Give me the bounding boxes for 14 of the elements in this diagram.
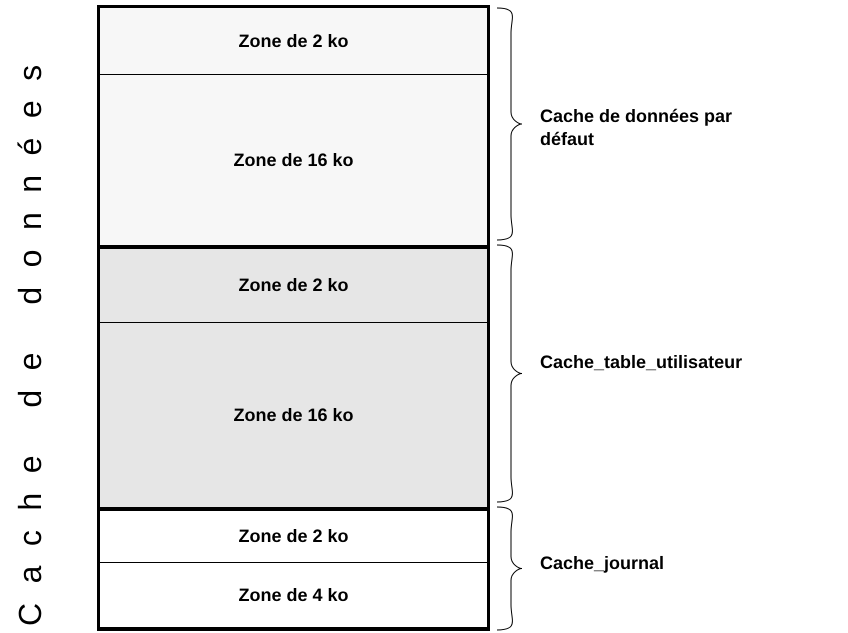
section-label: Cache_journal	[540, 552, 666, 574]
vertical-title: Cache de données	[12, 45, 49, 626]
cache-frame	[97, 5, 490, 631]
section-label: Cache de données par défaut	[540, 105, 734, 151]
zone-label: Zone de 16 ko	[233, 150, 354, 170]
cache-section	[100, 8, 487, 246]
section-label: Cache_table_utilisateur	[540, 350, 744, 374]
cache-section	[100, 508, 487, 628]
zone-label: Zone de 4 ko	[238, 584, 349, 606]
zone-label: Zone de 2 ko	[238, 275, 349, 296]
zone-label: Zone de 2 ko	[238, 30, 349, 52]
cache-section	[100, 246, 487, 508]
zone-label: Zone de 16 ko	[233, 404, 354, 426]
zone-label: Zone de 2 ko	[238, 526, 349, 547]
